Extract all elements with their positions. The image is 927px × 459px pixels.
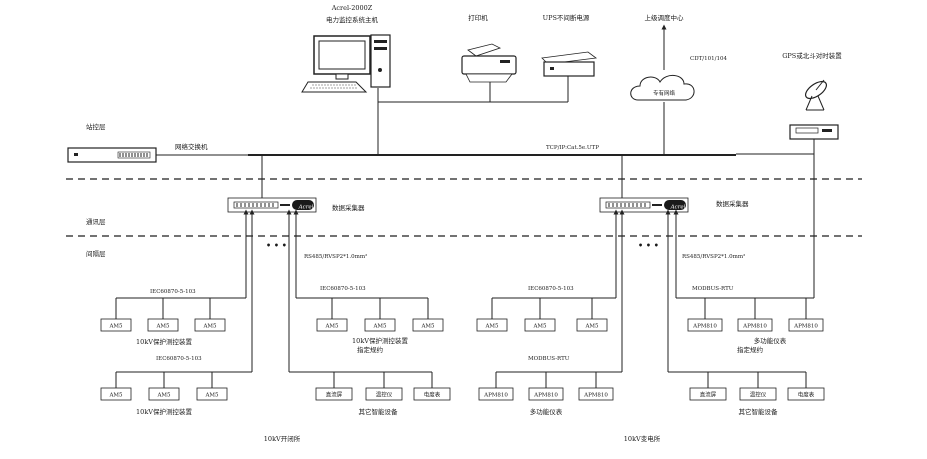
ams-device-label: AM5	[584, 324, 599, 330]
energy-meter-label: 电度表	[798, 391, 815, 399]
rs485-right-label: RS485/RVSP2*1.0mm²	[682, 253, 745, 260]
host-computer-icon	[301, 34, 391, 93]
site-left-label: 10kV开闭所	[264, 434, 301, 443]
rs485-left-label: RS485/RVSP2*1.0mm²	[304, 253, 367, 260]
group-tr	[676, 297, 824, 332]
dispatch-label: 上级调度中心	[645, 13, 685, 22]
specified-protocol-right: 指定规约	[737, 345, 763, 354]
ams-device-label: AM5	[155, 324, 170, 330]
apm-device-label: APM810	[742, 324, 767, 330]
left-ellipsis: • • •	[266, 240, 287, 250]
group-tr-caption: 多功能仪表	[754, 336, 787, 345]
group-bl-caption: 10kV保护测控装置	[136, 407, 192, 416]
dc-panel-label: 直流屏	[700, 391, 717, 399]
group-bmr	[478, 371, 622, 401]
group-bl	[100, 371, 252, 401]
temp-controller-label: 温控仪	[750, 391, 767, 399]
ams-device-label: AM5	[108, 393, 123, 399]
data-collector-left-label: 数据采集器	[332, 203, 365, 212]
group-tml	[296, 297, 444, 332]
apm-device-label: APM810	[583, 393, 608, 399]
apm-device-label: APM810	[692, 324, 717, 330]
group-bml	[289, 371, 451, 401]
iec-label-bl: IEC60870-5-103	[156, 356, 202, 362]
modbus-label-tr: MODBUS-RTU	[692, 286, 734, 292]
private-network-label: 专有网络	[653, 89, 676, 97]
right-ellipsis: • • •	[638, 240, 659, 250]
ams-device-label: AM5	[484, 324, 499, 330]
iec-label-tl: IEC60870-5-103	[150, 289, 196, 295]
dc-panel-label: 直流屏	[326, 391, 343, 399]
right-collector-links	[613, 209, 679, 372]
modbus-label-bmr: MODBUS-RTU	[528, 356, 570, 362]
tcp-ip-label: TCP/IP:Cat.5e.UTP	[546, 145, 599, 151]
printer-icon	[461, 43, 517, 83]
comm-layer-label: 通讯层	[86, 217, 106, 226]
ams-device-label: AM5	[204, 393, 219, 399]
collector-brand-right: Acrel	[670, 205, 686, 211]
ams-device-label: AM5	[202, 324, 217, 330]
gps-label: GPS或北斗对时装置	[782, 51, 842, 60]
satellite-dish-icon	[804, 79, 828, 111]
ups-label: UPS不间断电源	[543, 13, 590, 22]
left-collector-links	[243, 209, 299, 372]
collector-brand-left: Acrel	[298, 205, 314, 211]
energy-meter-label: 电度表	[424, 391, 441, 399]
group-br	[668, 371, 825, 401]
temp-controller-label: 温控仪	[376, 391, 393, 399]
gps-clock-device-icon	[789, 124, 839, 140]
protocol-cdt-label: CDT/101/104	[690, 56, 727, 62]
ams-device-label: AM5	[156, 393, 171, 399]
group-bml-caption: 其它智能设备	[359, 407, 399, 416]
network-switch-icon	[67, 147, 157, 163]
ams-device-label: AM5	[372, 324, 387, 330]
printer-label: 打印机	[468, 13, 488, 22]
group-br-caption: 其它智能设备	[739, 407, 779, 416]
private-network-cloud-icon	[630, 75, 695, 101]
site-right-label: 10kV变电所	[624, 434, 661, 443]
data-collector-right-label: 数据采集器	[716, 199, 749, 208]
ams-device-label: AM5	[324, 324, 339, 330]
host-title: 电力监控系统主机	[326, 15, 379, 24]
apm-device-label: APM810	[533, 393, 558, 399]
group-tl-caption: 10kV保护测控装置	[136, 337, 192, 346]
group-bmr-caption: 多功能仪表	[530, 407, 563, 416]
ams-device-label: AM5	[420, 324, 435, 330]
iec-label-tmr: IEC60870-5-103	[528, 286, 574, 292]
bay-layer-label: 间隔层	[86, 249, 106, 258]
specified-protocol-left: 指定规约	[357, 345, 383, 354]
host-name: Acrel-2000Z	[331, 4, 373, 12]
ups-icon	[541, 51, 598, 77]
apm-device-label: APM810	[483, 393, 508, 399]
group-tl	[100, 297, 246, 332]
ams-device-label: AM5	[532, 324, 547, 330]
station-layer-label: 站控层	[86, 122, 106, 131]
network-switch-label: 网络交换机	[175, 142, 208, 151]
group-tmr	[476, 297, 616, 332]
iec-label-tml: IEC60870-5-103	[320, 286, 366, 292]
ams-device-label: AM5	[108, 324, 123, 330]
group-tml-caption: 10kV保护测控装置	[352, 336, 408, 345]
apm-device-label: APM810	[793, 324, 818, 330]
